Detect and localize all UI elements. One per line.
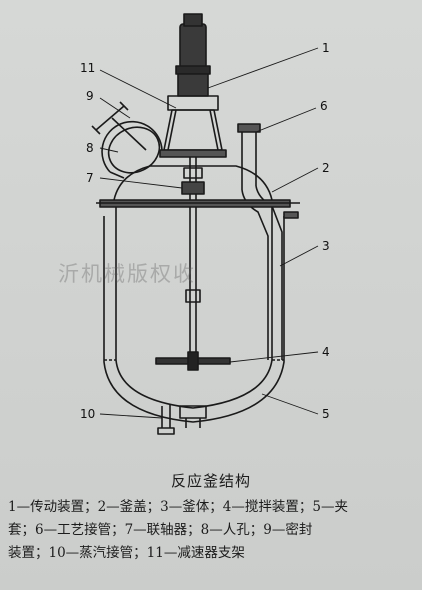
coupling (181, 181, 205, 195)
part-label: 7 (86, 171, 94, 185)
bottom-outlet (179, 405, 207, 428)
part-label: 6 (320, 99, 328, 113)
figure-legend: 1—传动装置；2—釜盖；3—釜体；4—搅拌装置；5—夹 套；6—工艺接管；7—联… (8, 496, 418, 565)
motor-drive (175, 13, 211, 97)
part-label: 2 (322, 161, 330, 175)
figure-title: 反应釜结构 (170, 472, 251, 490)
jacket (103, 211, 299, 423)
leader-lines (99, 47, 319, 419)
part-label: 5 (322, 407, 330, 421)
part-label: 4 (322, 345, 330, 359)
part-label: 3 (322, 239, 330, 253)
vessel-cover (96, 165, 300, 208)
reactor-structure-diagram: 1 2 3 4 5 6 7 8 9 10 11 (80, 13, 330, 435)
reducer-support-frame (159, 95, 227, 158)
sealing-device (91, 101, 147, 151)
legend-line: 装置；10—蒸汽接管；11—减速器支架 (8, 545, 245, 561)
legend-line: 套；6—工艺接管；7—联轴器；8—人孔；9—密封 (8, 522, 313, 538)
part-label: 1 (322, 41, 330, 55)
process-nozzle (237, 123, 283, 360)
steam-inlet-pipe (157, 404, 175, 435)
part-label: 10 (80, 407, 95, 421)
agitator-impeller (155, 351, 231, 371)
legend-line: 1—传动装置；2—釜盖；3—釜体；4—搅拌装置；5—夹 (8, 499, 348, 515)
watermark: 沂机械版权收 (58, 262, 196, 286)
part-label: 8 (86, 141, 94, 155)
part-label: 9 (86, 89, 94, 103)
part-label: 11 (80, 61, 95, 75)
part-numbers: 1 2 3 4 5 6 7 8 9 10 11 (80, 41, 330, 421)
vessel-body (115, 207, 273, 409)
